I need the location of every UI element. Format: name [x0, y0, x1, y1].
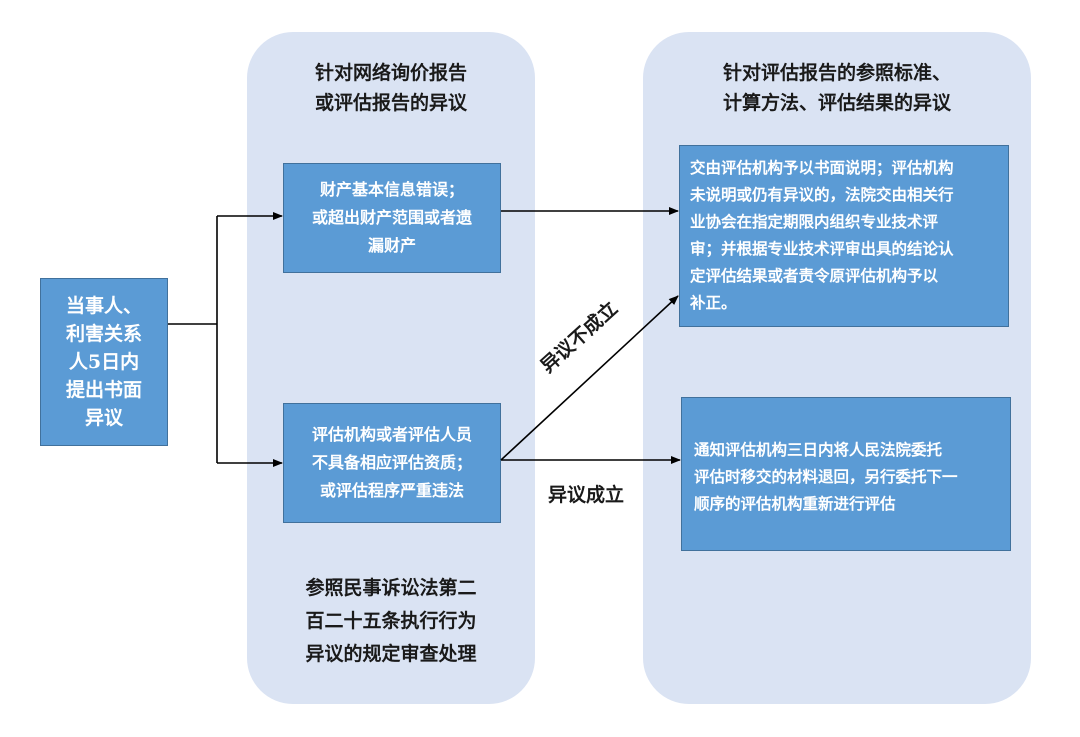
- middle-panel: [247, 32, 535, 704]
- explanation-box: 交由评估机构予以书面说明；评估机构 未说明或仍有异议的，法院交由相关行 业协会在…: [679, 145, 1009, 327]
- middle-panel-footer: 参照民事诉讼法第二 百二十五条执行行为 异议的规定审查处理: [305, 577, 477, 665]
- party-objection-box: 当事人、 利害关系 人5日内 提出书面 异议: [40, 278, 168, 446]
- right-panel-title: 针对评估报告的参照标准、 计算方法、评估结果的异议: [722, 62, 951, 114]
- notify-box: 通知评估机构三日内将人民法院委托 评估时移交的材料退回，另行委托下一 顺序的评估…: [681, 397, 1011, 551]
- arrow-rejected-to-explanation: [500, 295, 679, 461]
- qualification-box: 评估机构或者评估人员 不具备相应评估资质； 或评估程序严重违法: [283, 403, 501, 523]
- right-panel: [643, 32, 1031, 704]
- objection-accepted-label: 异议成立: [548, 484, 625, 506]
- middle-panel-title: 针对网络询价报告 或评估报告的异议: [314, 62, 467, 114]
- property-error-box: 财产基本信息错误； 或超出财产范围或者遗 漏财产: [283, 163, 501, 273]
